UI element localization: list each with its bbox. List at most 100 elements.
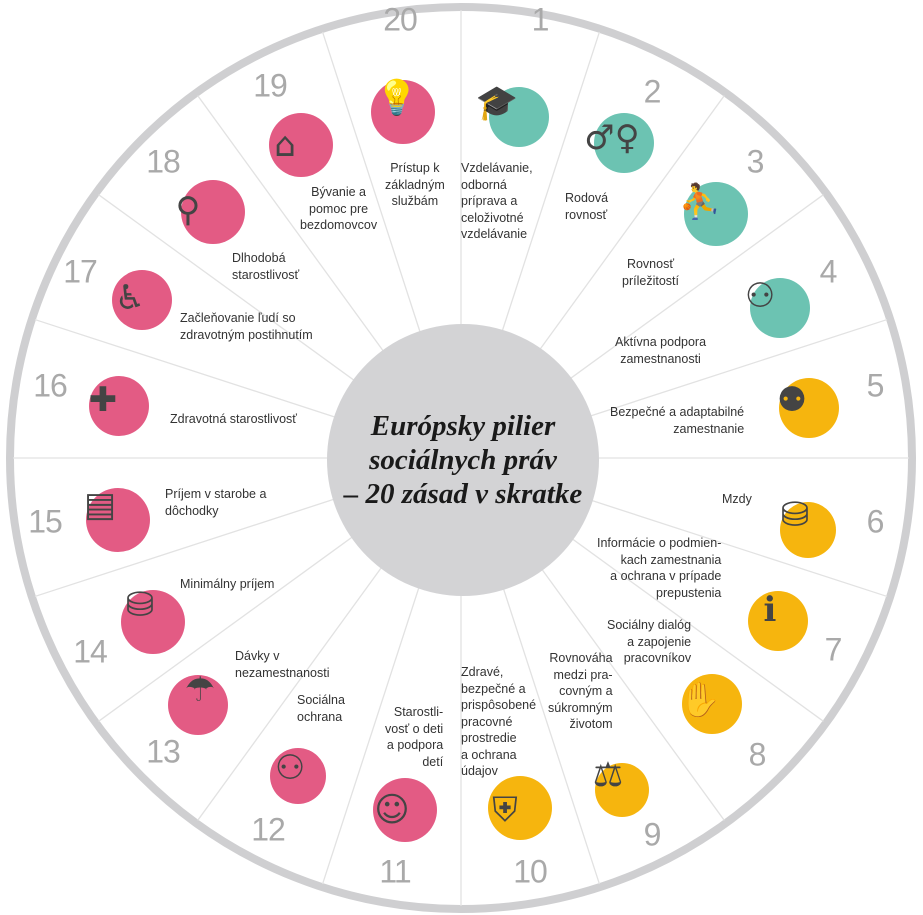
principle-number: 13: [146, 733, 181, 770]
principle-label: Rodová rovnosť: [565, 191, 609, 222]
principle-number: 12: [251, 811, 286, 848]
color-circle: [748, 591, 808, 651]
principle-number: 15: [28, 503, 63, 540]
principle-number: 2: [643, 73, 662, 110]
shield-worker-icon: ⛨: [492, 790, 518, 830]
principle-label: Zdravé, bezpečné a prispôsobené pracovné…: [461, 665, 537, 778]
coins-hand-icon: ⛁: [125, 585, 155, 625]
protected-people-icon: ⚇: [274, 748, 306, 788]
principle-number: 19: [253, 67, 288, 104]
principle-label: Starostli- vosť o deti a podpora detí: [385, 705, 444, 769]
stairs-help-icon: ⛹: [678, 182, 722, 222]
color-circle: [168, 675, 228, 735]
principle-number: 4: [819, 253, 838, 290]
color-circle: [269, 113, 333, 177]
principle-label: Príjem v starobe a dôchodky: [165, 487, 267, 518]
coins-growth-icon: ⛁: [780, 495, 810, 535]
principle-label: Dávky v nezamestnanosti: [235, 649, 330, 680]
principle-label: Mzdy: [722, 492, 752, 506]
shelter-bed-icon: ⌂: [274, 125, 296, 165]
color-circle: [181, 180, 245, 244]
outer-ring: [6, 3, 916, 913]
principle-number: 1: [531, 1, 550, 38]
parent-child-icon: ☺: [374, 790, 410, 830]
principle-label: Bývanie a pomoc pre bezdomovcov: [300, 185, 378, 232]
principle-label: Zdravotná starostlivosť: [170, 412, 297, 426]
color-circle: [779, 378, 839, 438]
principle-number: 16: [33, 367, 68, 404]
principle-label: Sociálna ochrana: [297, 693, 345, 724]
principle-label: Aktívna podpora zamestnanosti: [615, 335, 707, 366]
color-circle: [121, 590, 185, 654]
principle-label: Rovnosť príležitostí: [622, 257, 679, 288]
handshake-icon: ✋: [678, 680, 722, 720]
color-circle: [594, 113, 654, 173]
principle-number: 8: [748, 736, 767, 773]
color-circle: [750, 278, 810, 338]
spoke-line: [565, 194, 824, 383]
principle-number: 5: [866, 367, 885, 404]
spoke-line: [321, 31, 422, 335]
color-circle: [488, 776, 552, 840]
wheelchair-icon: ♿: [114, 278, 146, 318]
spoke-line: [500, 581, 601, 885]
spoke-line: [536, 562, 725, 821]
principle-label: Dlhodobá starostlivosť: [232, 251, 300, 282]
spoke-line: [565, 533, 824, 722]
principle-label: Informácie o podmien- kach zamestnania a…: [597, 536, 722, 600]
principle-number: 10: [513, 853, 548, 890]
workers-icon: ⚉: [776, 380, 808, 420]
principle-label: Vzdelávanie, odborná príprava a celoživo…: [461, 161, 533, 241]
principle-number: 7: [824, 631, 843, 668]
principle-number: 20: [383, 1, 418, 38]
principle-number: 6: [866, 503, 885, 540]
principle-label: Rovnováha medzi pra- covným a súkromným …: [548, 651, 613, 731]
principle-number: 14: [73, 633, 108, 670]
spoke-line: [536, 95, 725, 354]
principle-label: Minimálny príjem: [180, 577, 275, 591]
presentation-group-icon: ⚇: [744, 276, 776, 316]
umbrella-people-icon: ☂: [184, 670, 216, 710]
spoke-line: [584, 318, 888, 419]
color-circle: [89, 376, 149, 436]
spoke-line: [321, 581, 422, 885]
spoke-line: [197, 95, 386, 354]
pension-document-icon: ▤: [83, 485, 117, 525]
principle-label: Sociálny dialóg a zapojenie pracovníkov: [607, 618, 692, 665]
principle-label: Bezpečné a adaptabilné zamestnanie: [610, 405, 745, 436]
spoke-line: [584, 497, 888, 598]
color-circle: [86, 488, 150, 552]
principle-label: Začleňovanie ľudí so zdravotným postihnu…: [180, 311, 313, 342]
center-title: Európsky pilier sociálnych práv – 20 zás…: [343, 410, 583, 510]
principle-number: 18: [146, 143, 181, 180]
medical-kit-icon: ✚: [88, 380, 118, 420]
color-circle: [684, 182, 748, 246]
spoke-line: [197, 562, 386, 821]
spoke-line: [98, 533, 357, 722]
principle-number: 9: [643, 816, 662, 853]
color-circle: [489, 87, 549, 147]
spoke-line: [34, 497, 338, 598]
spoke-line: [500, 31, 601, 335]
color-circle: [373, 778, 437, 842]
principle-number: 3: [746, 143, 765, 180]
color-circle: [112, 270, 172, 330]
principle-label: Prístup k základným službám: [385, 161, 445, 208]
center-disc: [327, 324, 599, 596]
color-circle: [371, 80, 435, 144]
color-circle: [270, 748, 326, 804]
color-circle: [682, 674, 742, 734]
elderly-walker-icon: ⚲: [175, 190, 201, 230]
color-circle: [595, 763, 649, 817]
color-circle: [780, 502, 836, 558]
spokes: [13, 10, 909, 906]
spoke-line: [34, 318, 338, 419]
lightbulb-hand-icon: 💡: [375, 78, 419, 118]
graduation-screen-icon: 🎓: [475, 83, 519, 123]
info-shield-icon: ℹ: [763, 590, 777, 630]
gender-balance-icon: ♂♀: [584, 118, 640, 158]
principle-number: 17: [63, 253, 98, 290]
work-life-icon: ⚖: [592, 755, 624, 795]
